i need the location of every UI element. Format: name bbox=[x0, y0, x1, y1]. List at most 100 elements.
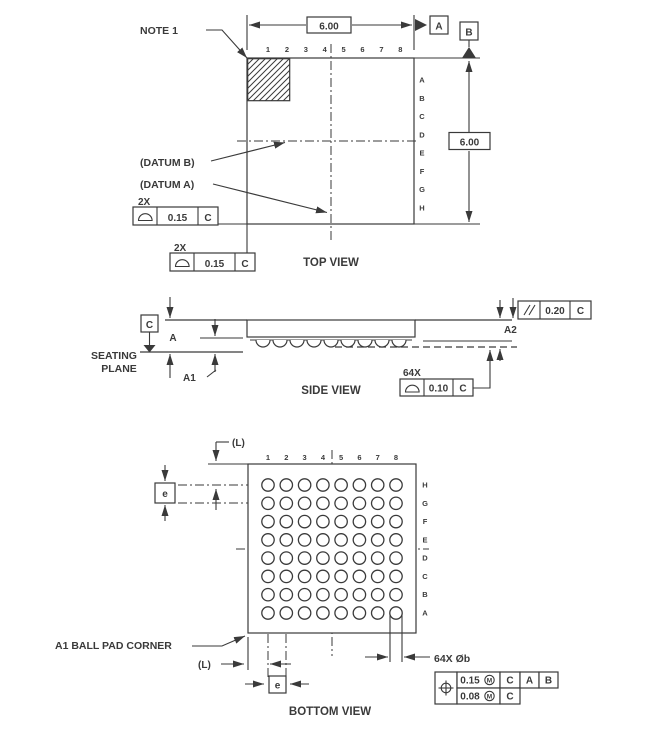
pitch-frame-left bbox=[154, 482, 176, 504]
seating-plane-label-2: PLANE bbox=[101, 363, 137, 375]
bottom-view-column-label: 2 bbox=[284, 453, 288, 462]
fcf-datum-3: B bbox=[545, 676, 552, 687]
top-view-column-label: 5 bbox=[342, 45, 346, 54]
seating-plane-label-1: SEATING bbox=[91, 350, 137, 362]
dim-frame bbox=[306, 16, 352, 34]
ball-pad bbox=[279, 569, 294, 584]
datum-b-triangle bbox=[462, 47, 476, 58]
solder-ball bbox=[272, 339, 288, 348]
fcf-tolerance: 0.15 bbox=[205, 259, 225, 270]
bottom-view-row-label: B bbox=[422, 590, 428, 599]
bottom-view-column-label: 3 bbox=[303, 453, 307, 462]
ball-pad bbox=[334, 478, 348, 492]
ball-pad bbox=[297, 569, 312, 584]
dim-a2-label: A2 bbox=[504, 325, 517, 336]
edge-offset-label-top: (L) bbox=[232, 438, 245, 449]
bottom-view-row-label: D bbox=[422, 554, 428, 563]
package-body-side bbox=[246, 319, 416, 338]
solder-ball bbox=[323, 339, 339, 348]
fcf-tolerance: 0.15 bbox=[168, 213, 188, 224]
pitch-frame-bottom bbox=[268, 675, 287, 694]
edge-offset-label-bottom: (L) bbox=[198, 660, 211, 671]
position-frame: 0.15 M C A B 0.08 M C bbox=[434, 671, 559, 705]
fcf-box bbox=[132, 206, 219, 226]
ball-pad bbox=[279, 478, 294, 492]
ball-pad bbox=[297, 606, 312, 620]
fcf-datum: C bbox=[204, 213, 211, 224]
mmc-modifier-icon bbox=[484, 674, 495, 686]
pin1-index-hatch bbox=[247, 58, 291, 102]
mmc-modifier-letter: M bbox=[487, 678, 492, 685]
fcf-box bbox=[169, 252, 256, 272]
bottom-view-column-label: 1 bbox=[266, 453, 270, 462]
ball-pad bbox=[334, 514, 348, 529]
solder-ball bbox=[374, 339, 390, 348]
datum-c-flag-label: C bbox=[146, 320, 153, 331]
top-view-column-label: 2 bbox=[285, 45, 289, 54]
package-body-bottom bbox=[247, 463, 417, 634]
ball-pad bbox=[297, 551, 312, 565]
bottom-view-row-label: F bbox=[423, 517, 428, 526]
solder-ball bbox=[289, 339, 305, 348]
bottom-view-column-label: 7 bbox=[376, 453, 380, 462]
datum-c-triangle bbox=[143, 345, 156, 353]
fcf-datum-2: A bbox=[526, 676, 533, 687]
ball-pad bbox=[370, 606, 385, 620]
top-view-row-label: D bbox=[419, 130, 425, 139]
ball-pad bbox=[352, 551, 367, 565]
solder-ball bbox=[306, 339, 322, 348]
coplanarity-leader bbox=[473, 350, 494, 389]
datum-b-leader bbox=[210, 141, 286, 162]
solder-ball bbox=[391, 339, 407, 348]
datum-b-callout: (DATUM B) bbox=[140, 157, 195, 169]
ball-pad bbox=[352, 606, 367, 620]
fcf-datum-1: C bbox=[506, 676, 513, 687]
ball-pad bbox=[261, 514, 275, 529]
profile-of-surface-icon bbox=[404, 384, 420, 393]
ball-pad bbox=[261, 569, 275, 584]
bottom-view-column-label: 5 bbox=[339, 453, 343, 462]
parallelism-frame: 0.20 C bbox=[517, 300, 592, 320]
note1-leader bbox=[206, 29, 248, 59]
ball-pad bbox=[316, 514, 330, 529]
ball-pad bbox=[279, 606, 294, 620]
ball-pad bbox=[352, 496, 367, 511]
datum-a-leader bbox=[212, 183, 328, 214]
bottom-view-column-label: 8 bbox=[394, 453, 398, 462]
top-view-row-label: E bbox=[419, 149, 424, 158]
ball-pad bbox=[389, 533, 403, 547]
width-dim-label: 6.00 bbox=[319, 22, 339, 33]
mmc-modifier-icon bbox=[484, 690, 495, 702]
solder-ball bbox=[357, 339, 373, 348]
top-view-row-label: G bbox=[419, 185, 425, 194]
ball-pad bbox=[389, 496, 403, 511]
top-view-row-label: C bbox=[419, 112, 425, 121]
ball-pad bbox=[334, 606, 348, 620]
bottom-view-row-label: A bbox=[422, 609, 428, 618]
top-view-column-label: 4 bbox=[323, 45, 328, 54]
profile-frame2-count: 2X bbox=[174, 243, 187, 254]
ball-pad bbox=[370, 533, 385, 547]
ball-pad bbox=[316, 533, 330, 547]
top-view-row-label: F bbox=[420, 167, 425, 176]
dim-frame bbox=[448, 131, 491, 151]
ball-pad bbox=[261, 606, 275, 620]
datum-a-flag-label: A bbox=[435, 22, 442, 33]
coplanarity-count: 64X bbox=[403, 368, 421, 379]
note1-label: NOTE 1 bbox=[140, 25, 178, 37]
ball-pad bbox=[334, 533, 348, 547]
top-view: 6.00 A B 6.00 NOTE 1 (DATUM B) (DATUM A)… bbox=[132, 15, 491, 272]
parallelism-icon bbox=[523, 304, 536, 316]
ball-pad bbox=[316, 478, 330, 492]
ball-pad bbox=[389, 569, 403, 584]
ball-pad bbox=[279, 496, 294, 511]
ball-pad bbox=[279, 514, 294, 529]
fcf-tolerance-2: 0.08 bbox=[460, 692, 480, 703]
fcf-tolerance-1: 0.15 bbox=[460, 676, 480, 687]
ball-pad bbox=[389, 606, 403, 620]
datum-a-callout: (DATUM A) bbox=[140, 179, 194, 191]
ball-pad bbox=[261, 478, 275, 492]
ball-pad bbox=[334, 569, 348, 584]
ball-pad bbox=[370, 587, 385, 602]
